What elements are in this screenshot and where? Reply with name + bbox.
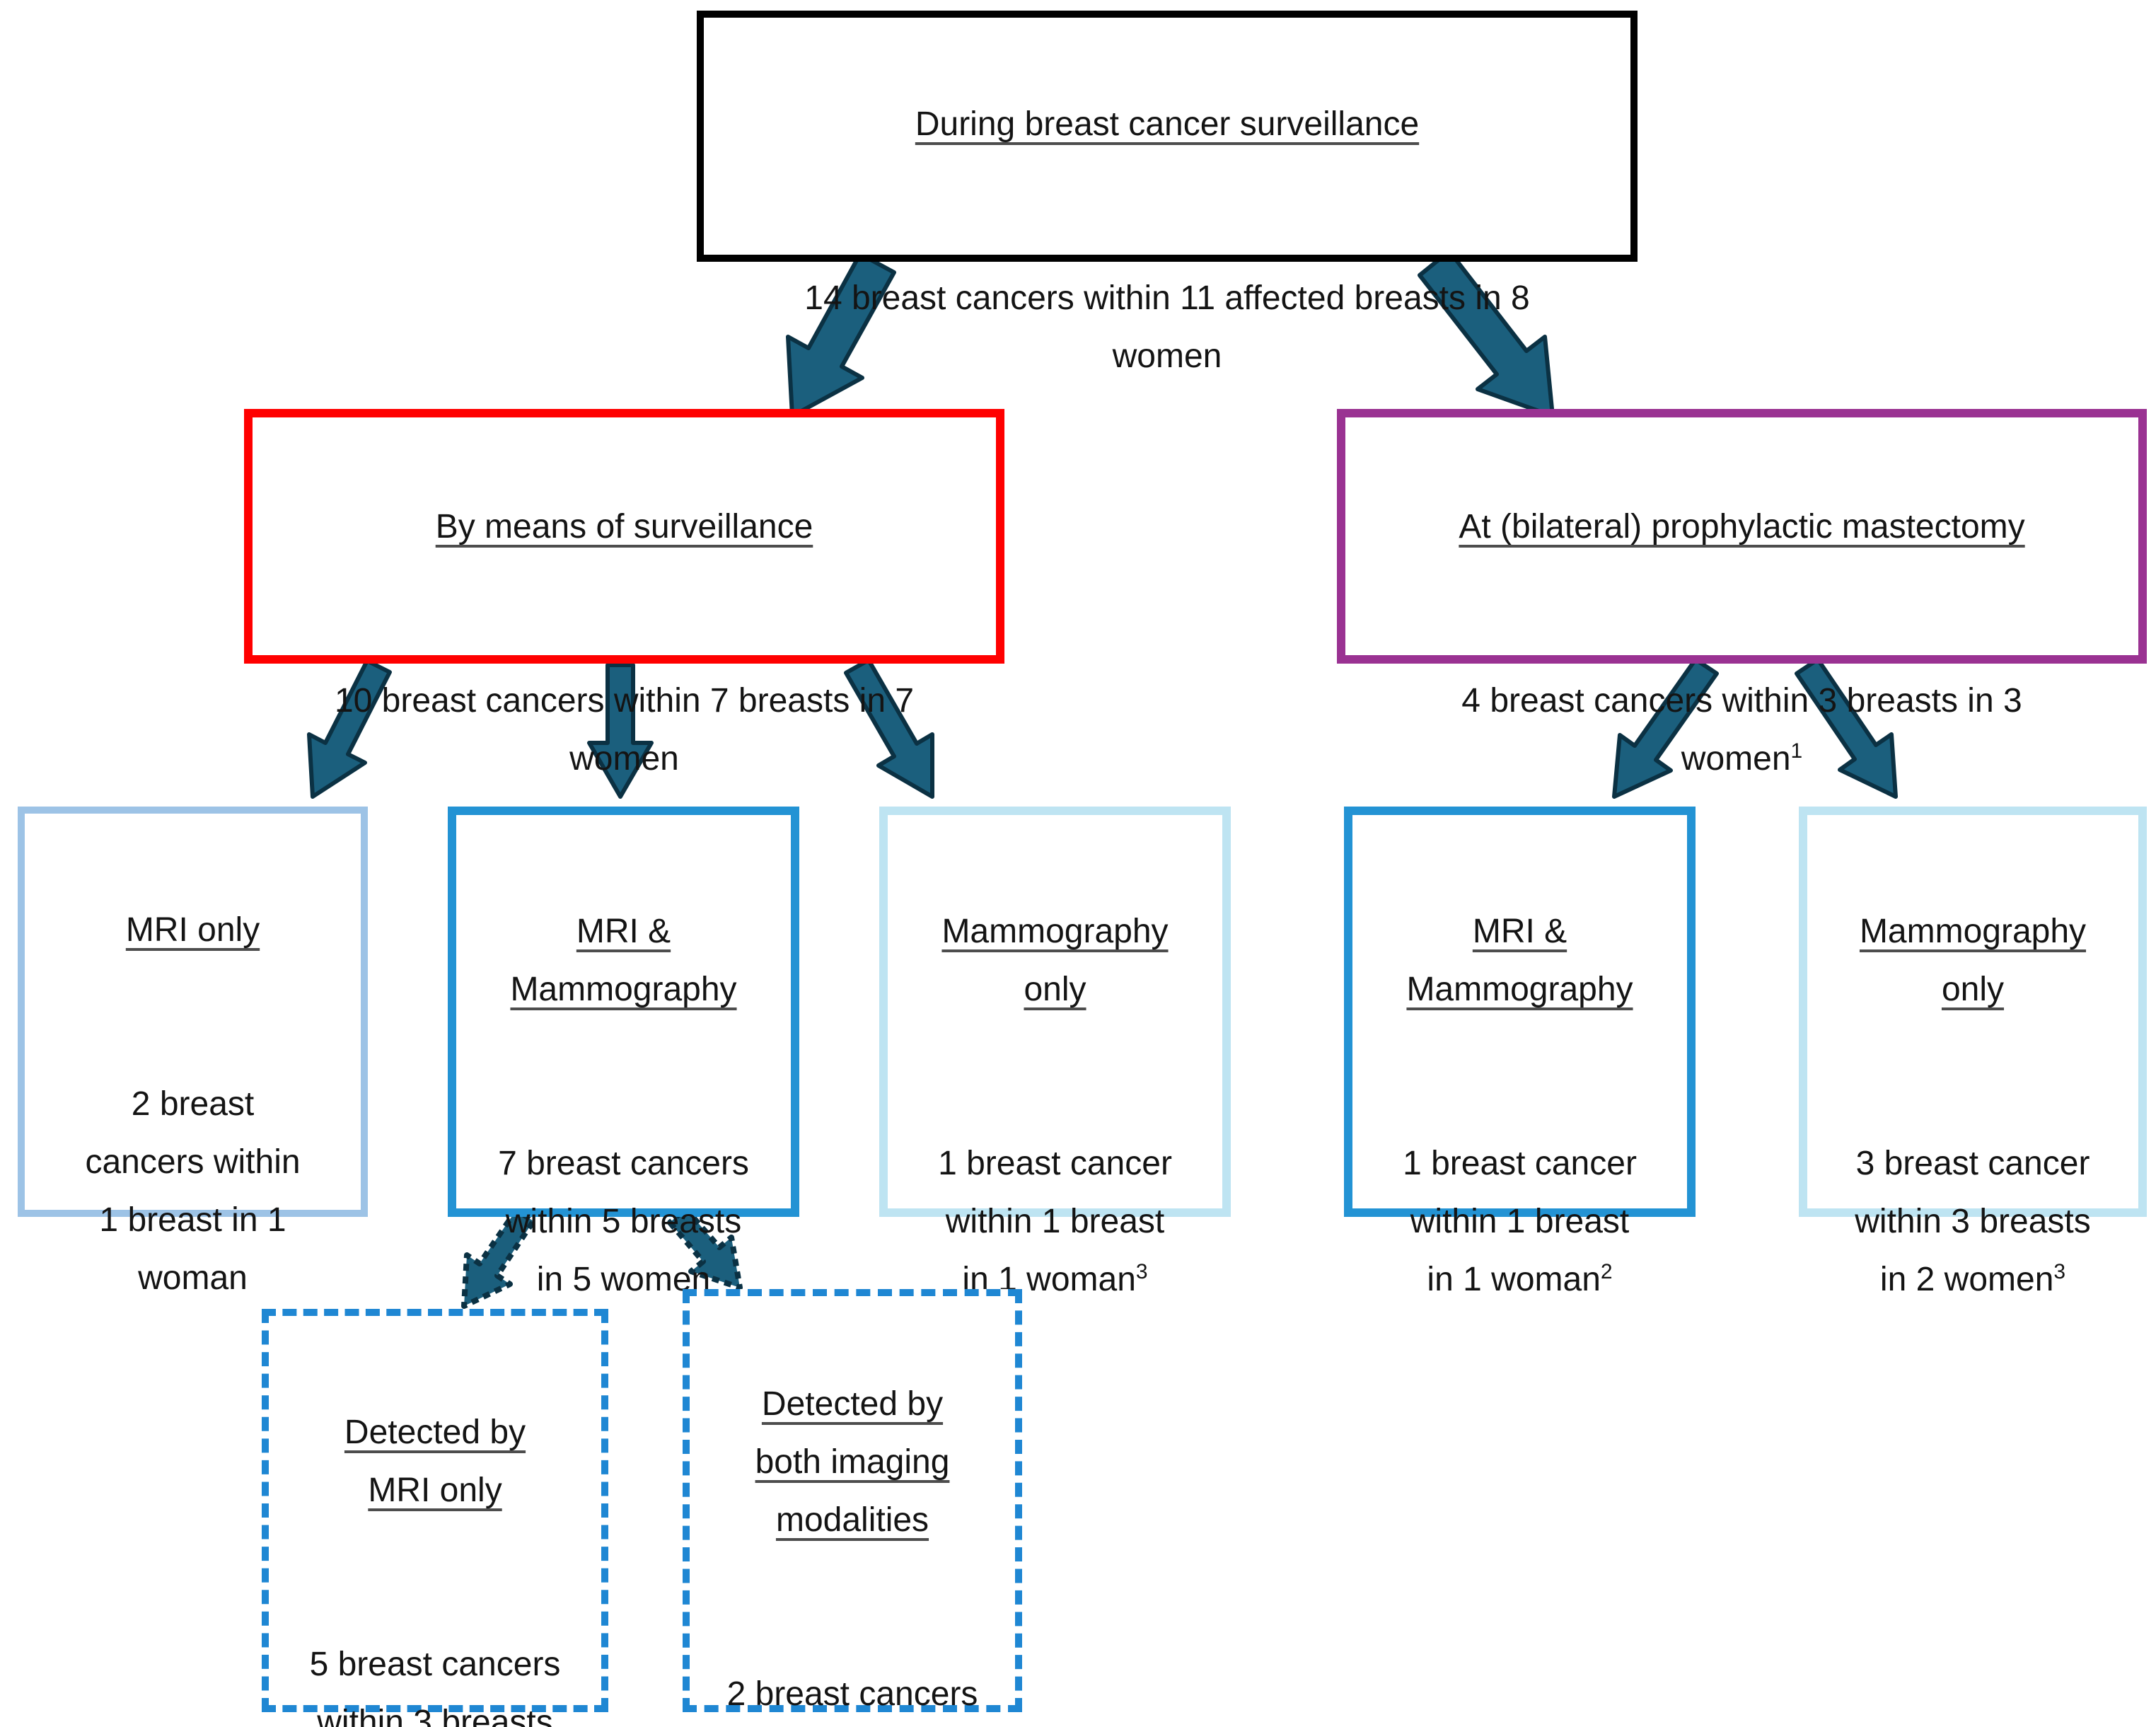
node-body: 2 breast cancers within 2 breasts in 2 w… (726, 1675, 978, 1713)
node-title: Detected by both imaging modalities (755, 1385, 950, 1539)
flow-arrow-mastectomy-to-mammo_only_mast (1795, 657, 1898, 799)
node-title: Mammography only (941, 913, 1169, 1008)
node-body: 2 breast cancers within 1 breast in 1 wo… (85, 1085, 301, 1297)
footnote-marker: 2 (1600, 1260, 1613, 1283)
node-mri-and-mammography-mastectomy: MRI & Mammography 1 breast cancer within… (1344, 807, 1696, 1298)
flow-arrow-surveillance-to-mri_only (307, 659, 392, 799)
node-body: 1 breast cancer within 1 breast in 1 wom… (1403, 1145, 1637, 1298)
flow-arrow-root-to-mastectomy (1418, 249, 1555, 418)
node-title: MRI only (125, 911, 260, 949)
footnote-marker: 3 (1135, 1260, 1148, 1283)
node-title: During breast cancer surveillance (915, 105, 1420, 143)
node-body: 4 breast cancers within 3 breasts in 3 w… (1461, 682, 2022, 778)
flow-arrow-mri_mammo_surv-to-detected_mri_only (461, 1207, 536, 1309)
node-title: MRI & Mammography (1406, 913, 1633, 1008)
node-body: 10 breast cancers within 7 breasts in 7 … (334, 682, 915, 778)
flow-arrow-mri_mammo_surv-to-detected_both (667, 1206, 743, 1290)
node-body: 3 breast cancer within 3 breasts in 2 wo… (1855, 1145, 2091, 1298)
flow-arrow-surveillance-to-mri_mammo_surv (587, 663, 654, 799)
node-body: 1 breast cancer within 1 breast in 1 wom… (938, 1145, 1172, 1298)
footnote-marker: 1 (1790, 739, 1803, 763)
node-detected-by-mri-only: Detected by MRI only 5 breast cancers wi… (262, 1309, 608, 1727)
flow-arrow-mastectomy-to-mri_mammo_mast (1612, 657, 1719, 799)
node-title: Mammography only (1859, 913, 2087, 1008)
node-at-prophylactic-mastectomy: At (bilateral) prophylactic mastectomy 4… (1337, 409, 2147, 778)
node-title: By means of surveillance (435, 508, 813, 545)
node-detected-by-both-modalities: Detected by both imaging modalities 2 br… (683, 1289, 1022, 1713)
node-by-means-of-surveillance: By means of surveillance 10 breast cance… (244, 409, 1004, 778)
node-mri-only: MRI only 2 breast cancers within 1 breas… (18, 807, 368, 1297)
node-mri-and-mammography-surveillance: MRI & Mammography 7 breast cancers withi… (448, 807, 799, 1298)
flow-arrow-surveillance-to-mammo_only_surv (844, 658, 934, 799)
node-title: MRI & Mammography (510, 913, 737, 1008)
node-mammography-only-surveillance: Mammography only 1 breast cancer within … (879, 807, 1231, 1298)
node-body: 14 breast cancers within 11 affected bre… (804, 279, 1530, 375)
flow-arrow-root-to-surveillance (786, 252, 896, 418)
node-body: 5 breast cancers within 3 breasts in 3 w… (309, 1646, 561, 1727)
node-mammography-only-mastectomy: Mammography only 3 breast cancer within … (1799, 807, 2147, 1298)
node-title: Detected by MRI only (344, 1414, 526, 1509)
footnote-marker: 3 (2053, 1260, 2066, 1283)
node-body: 7 breast cancers within 5 breasts in 5 w… (498, 1145, 749, 1298)
node-title: At (bilateral) prophylactic mastectomy (1459, 508, 2025, 545)
node-during-breast-cancer-surveillance: During breast cancer surveillance 14 bre… (697, 11, 1638, 375)
